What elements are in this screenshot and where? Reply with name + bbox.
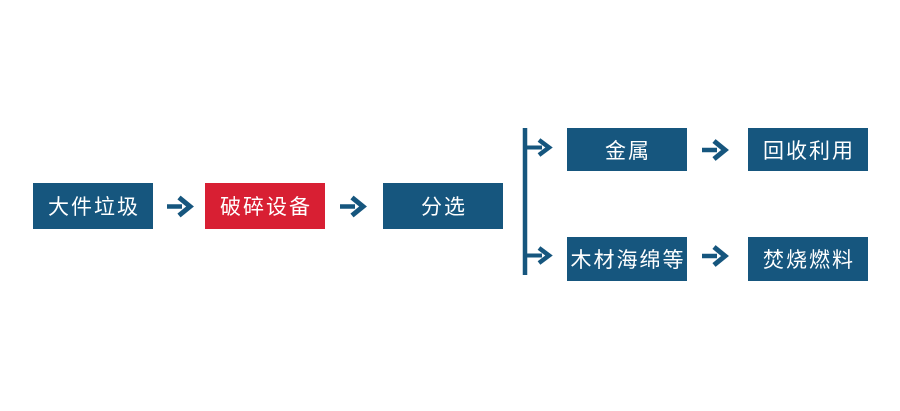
node-metal: 金属 — [567, 128, 687, 171]
node-recycling: 回收利用 — [748, 128, 868, 171]
node-sorting: 分选 — [383, 183, 503, 229]
arrow-bulky-to-crushing — [167, 195, 194, 218]
arrow-metal-to-recycling — [702, 139, 729, 161]
branch-bracket — [522, 128, 553, 275]
node-bulky-waste: 大件垃圾 — [33, 183, 153, 229]
node-wood-sponge: 木材海绵等 — [567, 237, 687, 281]
arrow-crushing-to-sorting — [340, 195, 367, 218]
node-crushing-equipment: 破碎设备 — [205, 183, 325, 229]
arrow-wood-to-incineration — [702, 245, 729, 267]
node-incineration-fuel: 焚烧燃料 — [748, 237, 868, 281]
